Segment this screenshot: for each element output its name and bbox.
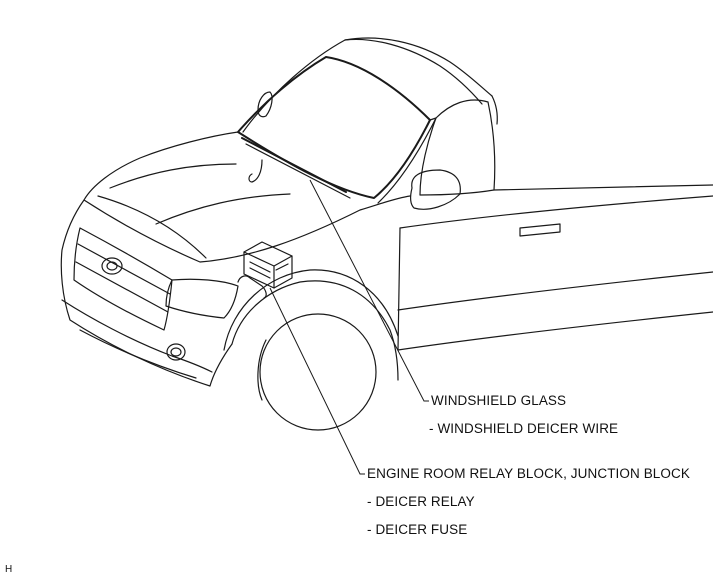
roof-rear-edge xyxy=(491,95,498,125)
side-window-front xyxy=(419,99,496,196)
roof-outline xyxy=(242,37,493,133)
relay-block-side xyxy=(273,255,293,289)
emblem-inner xyxy=(106,261,118,271)
hood-outline xyxy=(83,131,411,263)
fog-lamp-inner xyxy=(170,347,182,357)
headlamp xyxy=(165,278,239,319)
front-fender xyxy=(231,280,399,381)
door-handle xyxy=(519,223,561,237)
fog-lamp xyxy=(166,343,186,361)
grille-bar-1 xyxy=(77,243,171,295)
label-windshield-deicer-wire: - WINDSHIELD DEICER WIRE xyxy=(429,421,619,436)
rocker-panel xyxy=(397,311,713,351)
label-engine-room-relay-block: ENGINE ROOM RELAY BLOCK, JUNCTION BLOCK xyxy=(367,466,690,481)
door-cut-line xyxy=(397,227,401,351)
label-deicer-fuse: - DEICER FUSE xyxy=(367,522,468,537)
windshield-deicer-wire xyxy=(241,137,347,193)
fender-flare xyxy=(223,269,399,351)
figure-code: H xyxy=(5,564,13,575)
washer-hose xyxy=(248,159,263,183)
label-windshield-glass: WINDSHIELD GLASS xyxy=(431,393,567,408)
leader-windshield-glass xyxy=(309,179,429,402)
front-tire xyxy=(259,313,377,431)
front-bumper xyxy=(61,299,213,373)
relay-block-front xyxy=(243,251,275,289)
front-fascia xyxy=(60,199,233,387)
side-window-rear xyxy=(493,184,713,191)
door-belt-line xyxy=(399,195,713,229)
lower-intake xyxy=(79,329,197,379)
side-mirror-right xyxy=(410,169,461,210)
side-mirror-left xyxy=(257,91,273,118)
emblem xyxy=(101,257,123,275)
grille-outline xyxy=(73,227,173,331)
hood-bulge xyxy=(97,195,207,259)
tire-tread xyxy=(257,339,267,401)
roof-rail xyxy=(344,38,483,105)
relay-block-detail xyxy=(249,261,289,279)
hood-crease-1 xyxy=(109,163,237,189)
hood-crease-2 xyxy=(155,193,291,225)
body-side-line xyxy=(397,271,713,311)
relay-block-bracket xyxy=(237,275,267,299)
label-deicer-relay: - DEICER RELAY xyxy=(367,494,475,509)
windshield-lower-edge xyxy=(245,143,351,199)
leader-engine-room-block xyxy=(269,287,365,475)
grille-bar-2 xyxy=(75,261,169,313)
